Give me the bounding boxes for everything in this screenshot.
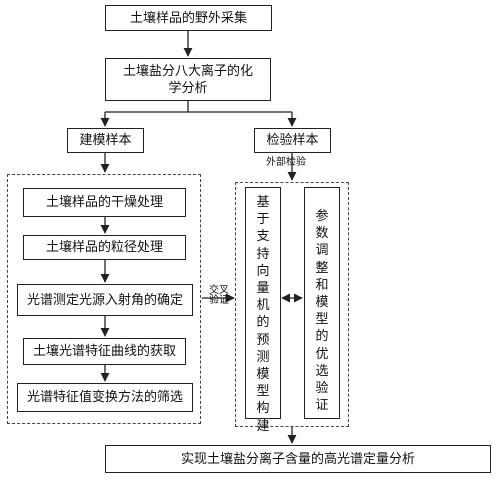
final-result-box: 实现土壤盐分离子含量的高光谱定量分析 [105,445,491,473]
svm-model-label: 基于支持向量机的预测模型构建 [256,195,270,434]
modeling-sample-label: 建模样本 [79,133,132,148]
process-drying-label: 土壤样品的干燥处理 [45,195,163,210]
process-incidence-angle-label: 光谱测定光源入射角的确定 [26,292,183,308]
cross-validation-label: 交叉验证 [209,285,229,306]
param-opt-label: 参数调整和模型的优选验证 [315,209,329,414]
process-spectral-curve: 土壤光谱特征曲线的获取 [23,338,186,365]
validation-sample-label: 检验样本 [266,133,319,148]
param-opt-box: 参数调整和模型的优选验证 [304,187,340,419]
process-transform-selection: 光谱特征值变换方法的筛选 [17,383,193,412]
model-group [235,182,349,427]
process-particle-size-label: 土壤样品的粒径处理 [45,240,163,255]
process-drying: 土壤样品的干燥处理 [23,188,186,217]
validation-sample-box: 检验样本 [254,128,331,153]
step-field-sampling: 土壤样品的野外采集 [105,5,272,31]
process-particle-size: 土壤样品的粒径处理 [23,235,186,260]
step-chemical-analysis-label: 土壤盐分八大离子的化学分析 [122,63,253,96]
process-spectral-curve-label: 土壤光谱特征曲线的获取 [32,344,176,359]
external-validation-label: 外部检验 [266,157,306,168]
final-result-label: 实现土壤盐分离子含量的高光谱定量分析 [180,451,415,467]
modeling-sample-box: 建模样本 [67,128,144,153]
step-field-sampling-label: 土壤样品的野外采集 [129,10,247,26]
step-chemical-analysis: 土壤盐分八大离子的化学分析 [105,58,271,101]
process-incidence-angle: 光谱测定光源入射角的确定 [17,284,193,316]
process-transform-selection-label: 光谱特征值变换方法的筛选 [26,390,183,405]
preprocessing-group [7,174,201,424]
svm-model-box: 基于支持向量机的预测模型构建 [245,187,281,434]
